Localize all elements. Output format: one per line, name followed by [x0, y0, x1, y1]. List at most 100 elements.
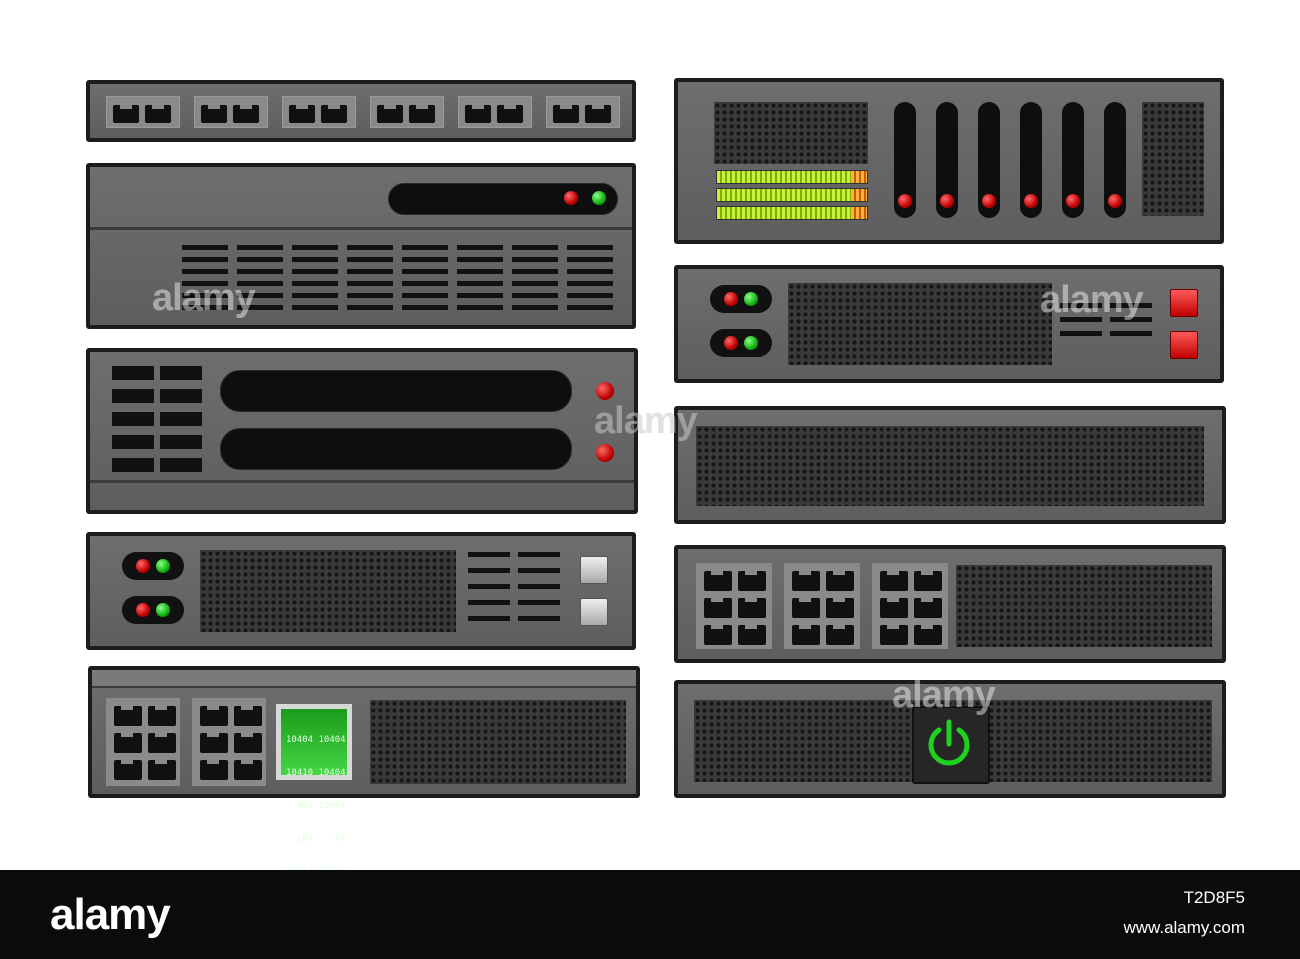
server-unit-lcd: 10404 10404 10410 10404 404 10404 104 04… — [88, 666, 640, 877]
vent-slit — [567, 281, 613, 286]
ethernet-port-icon — [880, 597, 908, 618]
vent-slit — [468, 584, 510, 589]
ethernet-port-icon — [465, 104, 491, 123]
vent-slit — [112, 366, 154, 380]
port-group — [106, 96, 180, 128]
ethernet-port-icon — [553, 104, 579, 123]
vent-slit — [292, 293, 338, 298]
vent-slit — [457, 281, 503, 286]
level-meter — [716, 188, 868, 202]
vent-slit — [567, 257, 613, 262]
vent-grille-icon — [182, 245, 622, 317]
ethernet-port-icon — [738, 570, 766, 591]
vent-grille-icon — [788, 283, 1052, 365]
ethernet-port-icon — [914, 624, 942, 645]
lcd-line: 10404 10404 — [286, 735, 346, 745]
vent-grille-icon — [200, 550, 456, 632]
vent-grille-icon — [1142, 102, 1204, 216]
vent-slit — [468, 568, 510, 573]
power-button[interactable] — [912, 706, 990, 784]
ethernet-port-icon — [792, 624, 820, 645]
indicator-tube — [1104, 102, 1126, 218]
vent-slit — [518, 616, 560, 621]
front-button[interactable] — [580, 556, 608, 584]
power-icon — [928, 719, 970, 766]
ethernet-port-icon — [738, 624, 766, 645]
vent-slit — [457, 305, 503, 310]
ethernet-port-icon — [114, 759, 142, 780]
ethernet-port-icon — [738, 597, 766, 618]
vent-slit — [512, 245, 558, 250]
red-button[interactable] — [1170, 331, 1198, 359]
led-indicator — [710, 285, 772, 313]
ethernet-port-icon — [148, 732, 176, 753]
vent-slit — [1060, 317, 1102, 322]
level-meter — [716, 170, 868, 184]
vent-slit — [237, 257, 283, 262]
vent-slit — [160, 389, 202, 403]
front-button[interactable] — [580, 598, 608, 626]
vent-slit — [347, 305, 393, 310]
vent-slit — [112, 412, 154, 426]
lcd-line: 10410 10404 — [286, 768, 346, 778]
drive-slot — [388, 183, 618, 215]
ethernet-port-icon — [234, 705, 262, 726]
port-group — [458, 96, 532, 128]
ethernet-port-icon — [233, 104, 259, 123]
vent-slit — [402, 269, 448, 274]
server-unit-meters — [674, 78, 1224, 244]
ethernet-port-icon — [704, 570, 732, 591]
ethernet-port-icon — [201, 104, 227, 123]
ethernet-port-icon — [200, 759, 228, 780]
drive-slot — [220, 428, 572, 470]
vent-slit — [468, 552, 510, 557]
vent-grille-icon — [468, 552, 564, 632]
ethernet-port-icon — [914, 597, 942, 618]
server-unit-dual-drive — [86, 348, 638, 514]
vent-slit — [160, 458, 202, 472]
vent-slit — [567, 269, 613, 274]
ethernet-port-icon — [585, 104, 611, 123]
ethernet-port-icon — [148, 759, 176, 780]
vent-slit — [292, 305, 338, 310]
ethernet-port-icon — [234, 759, 262, 780]
vent-slit — [160, 435, 202, 449]
ethernet-port-icon — [880, 624, 908, 645]
vent-slit — [518, 584, 560, 589]
vent-slit — [518, 552, 560, 557]
footer-logo: alamy — [50, 890, 171, 939]
site-url: www.alamy.com — [1123, 918, 1245, 937]
ethernet-port-icon — [148, 705, 176, 726]
server-unit-grille — [86, 532, 636, 650]
vent-slit — [567, 293, 613, 298]
vent-slit — [512, 305, 558, 310]
red-button[interactable] — [1170, 289, 1198, 317]
footer-bar: alamy T2D8F5 www.alamy.com — [0, 870, 1300, 959]
vent-slit — [402, 305, 448, 310]
status-led-icon — [564, 191, 578, 205]
status-led-icon — [1108, 194, 1122, 208]
vent-slit — [512, 293, 558, 298]
vent-grille-icon — [370, 700, 626, 784]
vent-slit — [347, 281, 393, 286]
vent-slit — [402, 245, 448, 250]
vent-slit — [292, 257, 338, 262]
indicator-tube — [978, 102, 1000, 218]
status-led-icon — [156, 559, 170, 573]
lcd-display: 10404 10404 10410 10404 404 10404 104 04… — [276, 704, 352, 877]
port-group — [282, 96, 356, 128]
vent-slit — [457, 245, 503, 250]
vent-slit — [457, 269, 503, 274]
patch-panel-unit — [674, 545, 1226, 663]
vent-grille-icon — [956, 565, 1212, 647]
ethernet-port-icon — [114, 732, 142, 753]
status-led-icon — [982, 194, 996, 208]
vent-slit — [237, 269, 283, 274]
vent-slit — [1060, 331, 1102, 336]
ethernet-port-icon — [792, 597, 820, 618]
status-led-icon — [1066, 194, 1080, 208]
vent-slit — [1110, 303, 1152, 308]
vent-slit — [512, 281, 558, 286]
vent-slit — [292, 245, 338, 250]
status-led-icon — [596, 444, 614, 462]
